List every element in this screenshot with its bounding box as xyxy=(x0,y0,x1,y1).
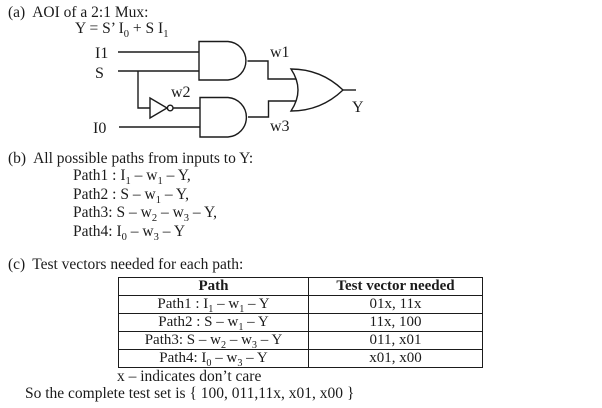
wire-w3 xyxy=(248,100,296,118)
section-a-marker: (a) xyxy=(8,4,26,21)
label-y: Y xyxy=(352,99,364,116)
cell-vector-4: x01, x00 xyxy=(308,349,483,368)
label-w3: w3 xyxy=(270,118,290,135)
table-row: Path3: S – w2 – w3 – Y 011, x01 xyxy=(118,331,483,350)
path-item-4: Path4: I0 – w3 – Y xyxy=(73,222,186,243)
cell-path-4: Path4: I0 – w3 – Y xyxy=(118,349,309,368)
path-item-1: Path1 : I1 – w1 – Y, xyxy=(73,167,191,188)
cell-path-3: Path3: S – w2 – w3 – Y xyxy=(118,331,309,350)
label-w1: w1 xyxy=(270,44,290,61)
section-b-heading: (b) All possible paths from inputs to Y: xyxy=(8,150,253,168)
and-gate-bottom xyxy=(199,96,248,138)
section-c-heading: (c) Test vectors needed for each path: xyxy=(8,256,243,274)
table-header-vector: Test vector needed xyxy=(308,277,483,296)
cell-vector-2: 11x, 100 xyxy=(308,313,483,332)
table-row: Path1 : I1 – w1 – Y 01x, 11x xyxy=(118,295,483,314)
section-c-marker: (c) xyxy=(8,256,26,273)
and-gate-top xyxy=(198,40,247,81)
test-vector-table: Path Test vector needed Path1 : I1 – w1 … xyxy=(118,277,483,368)
cell-path-2: Path2 : S – w1 – Y xyxy=(118,313,309,332)
cell-vector-1: 01x, 11x xyxy=(308,295,483,314)
label-w2: w2 xyxy=(171,84,191,101)
section-c-title: Test vectors needed for each path: xyxy=(32,256,244,273)
label-s: S xyxy=(95,65,104,82)
wire-w1 xyxy=(247,60,296,80)
mux-circuit-diagram: I1 S I0 w1 w2 w3 Y xyxy=(93,40,364,138)
table-row: Path4: I0 – w3 – Y x01, x00 xyxy=(118,349,483,368)
mux-equation: Y = S’ I0 + S I1 xyxy=(75,20,169,41)
path-list: Path1 : I1 – w1 – Y, Path2 : S – w1 – Y,… xyxy=(73,167,218,243)
dont-care-note: x – indicates don’t care xyxy=(117,368,262,385)
table-row: Path2 : S – w1 – Y 11x, 100 xyxy=(118,313,483,332)
cell-path-1: Path1 : I1 – w1 – Y xyxy=(118,295,309,314)
path-item-2: Path2 : S – w1 – Y, xyxy=(73,185,189,206)
test-set-conclusion: So the complete test set is { 100, 011,1… xyxy=(25,385,355,402)
section-a-heading: (a) AOI of a 2:1 Mux: xyxy=(8,4,148,22)
section-b-marker: (b) xyxy=(8,150,27,167)
table-header-path: Path xyxy=(118,277,309,296)
section-a-title: AOI of a 2:1 Mux: xyxy=(32,4,149,21)
wire-s-branch xyxy=(137,71,150,109)
table-header-row: Path Test vector needed xyxy=(118,277,483,296)
section-b-title: All possible paths from inputs to Y: xyxy=(33,150,254,167)
inverter-gate xyxy=(149,96,169,120)
cell-vector-3: 011, x01 xyxy=(308,331,483,350)
path-item-3: Path3: S – w2 – w3 – Y, xyxy=(73,204,218,225)
label-i0: I0 xyxy=(93,120,106,137)
or-gate xyxy=(289,68,345,112)
label-i1: I1 xyxy=(95,45,108,62)
